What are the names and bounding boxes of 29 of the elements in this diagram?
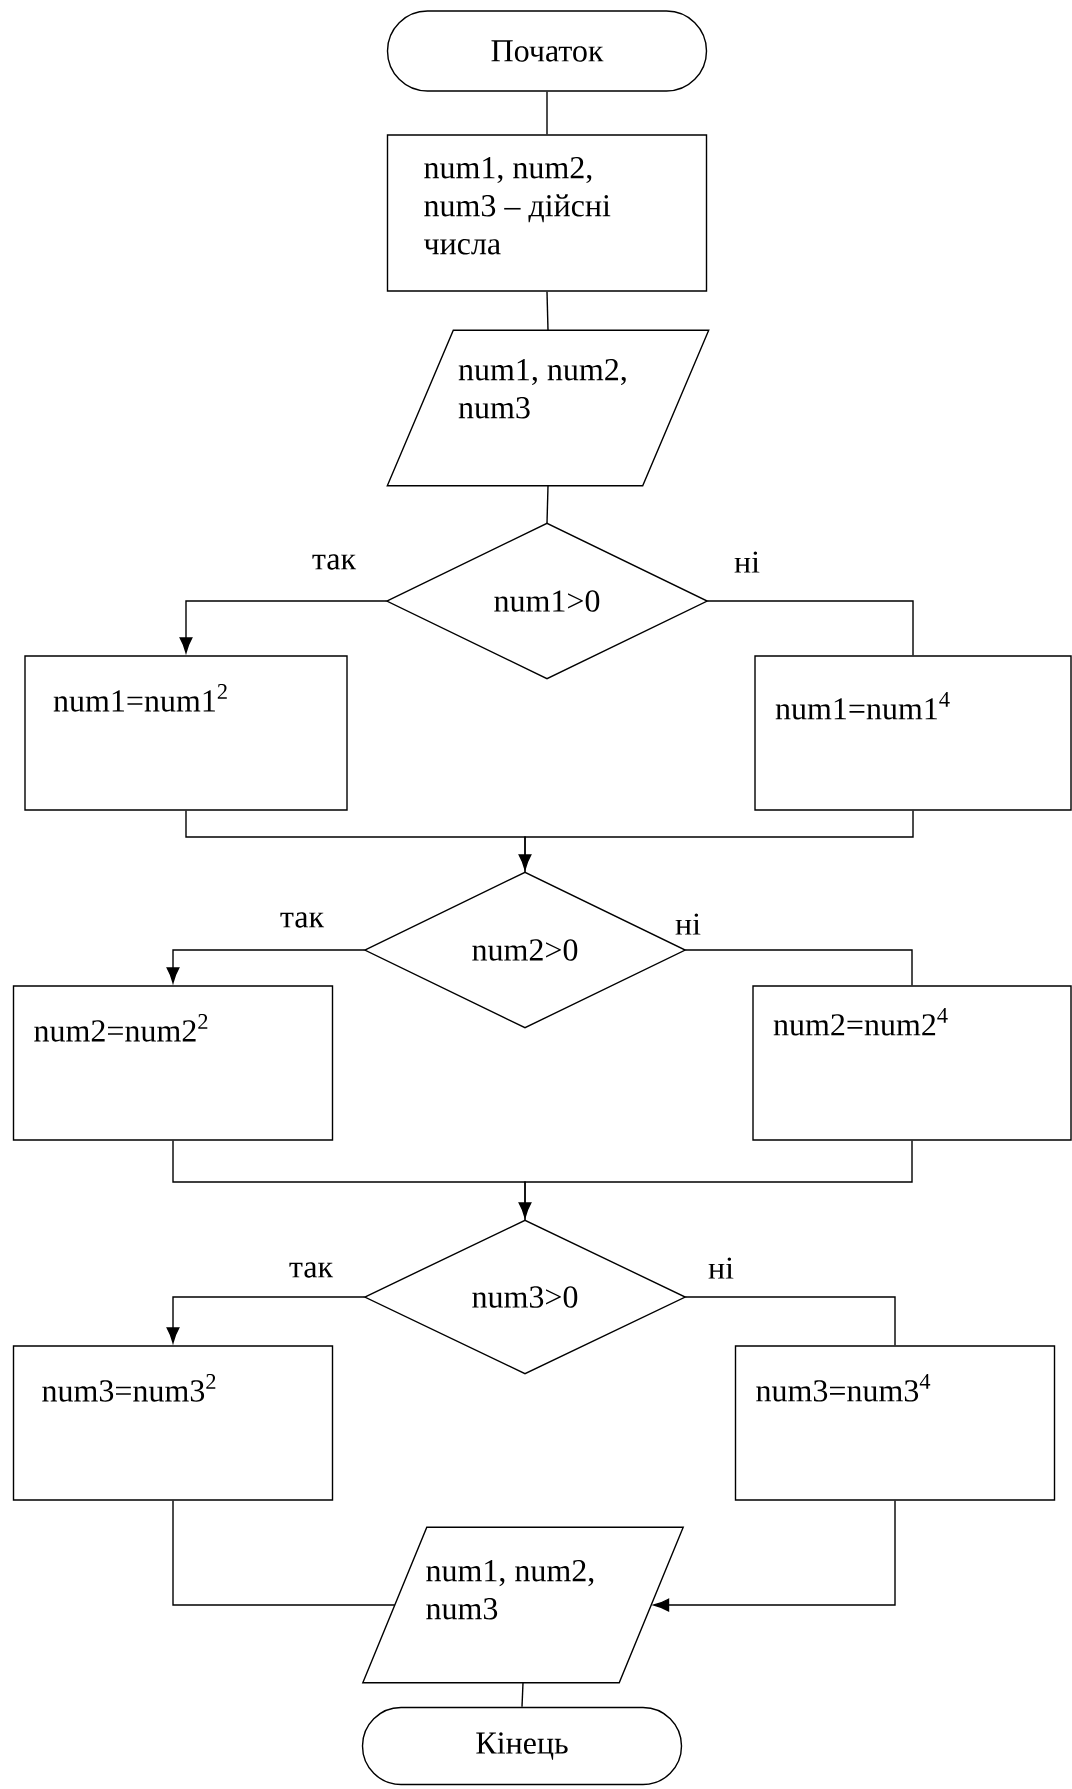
io-parallelogram: num1, num2, num3 <box>386 329 710 487</box>
arrow <box>166 1296 366 1344</box>
connector-line <box>706 600 914 656</box>
arrow <box>518 1140 913 1219</box>
connector-line <box>521 1682 524 1708</box>
arrow <box>518 810 914 871</box>
connector-line <box>546 91 548 135</box>
connector-line <box>546 291 549 331</box>
arrow <box>166 949 366 984</box>
connector-line <box>684 1296 896 1346</box>
arrow <box>653 1500 896 1612</box>
connector-line <box>185 810 526 873</box>
edge-label: так <box>286 1260 336 1280</box>
process-box: num2=num2$^{4}$ <box>752 985 1072 1141</box>
process-box: num3=num3$^{2}$ <box>12 1345 334 1501</box>
edge-label: ні <box>732 549 762 575</box>
connector-line <box>172 1500 396 1606</box>
process-box: num1=num1$^{2}$ <box>24 655 348 811</box>
connector-line <box>172 1140 526 1221</box>
edge-label: так <box>309 552 359 572</box>
edge-label: так <box>277 910 327 930</box>
connector-line <box>546 485 549 524</box>
connector-line <box>684 949 913 986</box>
edge-label: ні <box>706 1255 736 1281</box>
process-box: num3=num3$^{4}$ <box>734 1345 1056 1501</box>
process-box: num2=num2$^{2}$ <box>12 985 334 1141</box>
process-box: num1, num2, num3 – дійсні числа <box>386 134 708 292</box>
process-box: num1=num1$^{4}$ <box>754 655 1072 811</box>
arrow <box>179 600 388 654</box>
